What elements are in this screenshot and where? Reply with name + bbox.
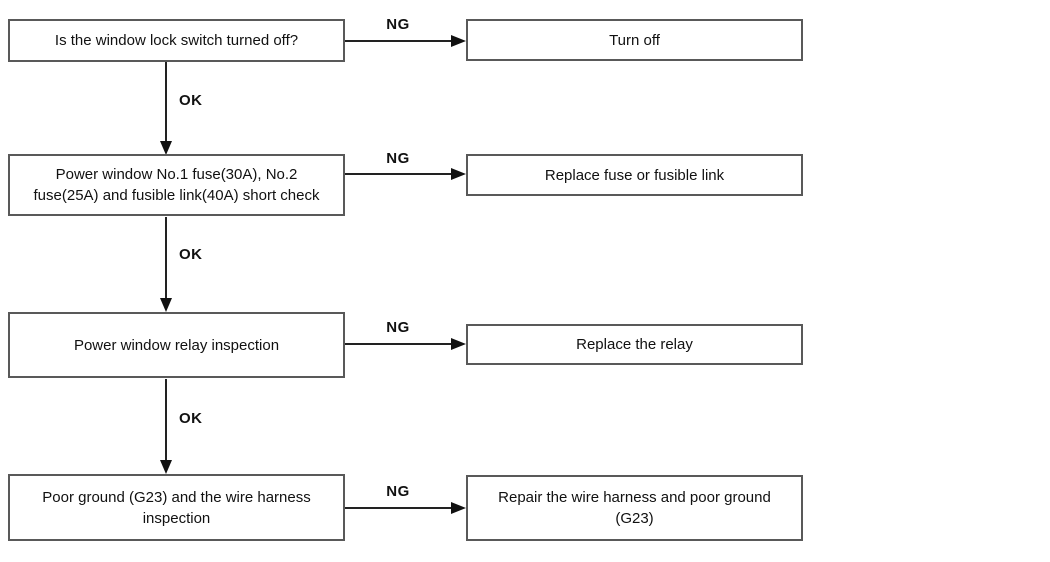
action-box-repair-harness-ground: Repair the wire harness and poor ground … xyxy=(466,475,803,541)
ng-arrow-line xyxy=(345,343,451,345)
check-box-fuse-short-check: Power window No.1 fuse(30A), No.2 fuse(2… xyxy=(8,154,345,216)
check-text: Power window relay inspection xyxy=(73,336,280,354)
arrow-down-icon xyxy=(160,141,172,155)
ng-label: NG xyxy=(386,16,410,33)
arrow-down-icon xyxy=(160,298,172,312)
check-text: Poor ground (G23) and the wire harness i… xyxy=(42,488,311,527)
ng-label: NG xyxy=(386,150,410,167)
check-box-relay-inspection: Power window relay inspection xyxy=(8,312,345,378)
arrow-right-icon xyxy=(451,35,466,47)
arrow-right-icon xyxy=(451,338,466,350)
action-text: Turn off xyxy=(609,31,660,49)
action-box-replace-relay: Replace the relay xyxy=(466,324,803,365)
arrow-down-icon xyxy=(160,460,172,474)
action-box-replace-fuse: Replace fuse or fusible link xyxy=(466,154,803,196)
check-box-window-lock-switch: Is the window lock switch turned off? xyxy=(8,19,345,62)
ng-arrow-line xyxy=(345,507,451,509)
ok-label: OK xyxy=(179,246,203,263)
check-text: Is the window lock switch turned off? xyxy=(54,32,299,49)
ok-arrow-line xyxy=(165,379,167,460)
ng-label: NG xyxy=(386,483,410,500)
action-text: Replace the relay xyxy=(576,336,693,353)
ng-arrow-line xyxy=(345,40,451,42)
ng-arrow-line xyxy=(345,173,451,175)
action-box-turn-off: Turn off xyxy=(466,19,803,61)
ok-label: OK xyxy=(179,92,203,109)
ng-label: NG xyxy=(386,319,410,336)
check-box-ground-harness-inspection: Poor ground (G23) and the wire harness i… xyxy=(8,474,345,541)
check-text: Power window No.1 fuse(30A), No.2 fuse(2… xyxy=(33,166,320,204)
arrow-right-icon xyxy=(451,168,466,180)
ok-arrow-line xyxy=(165,217,167,298)
ok-label: OK xyxy=(179,410,203,427)
arrow-right-icon xyxy=(451,502,466,514)
action-text: Replace fuse or fusible link xyxy=(544,166,725,184)
action-text: Repair the wire harness and poor ground … xyxy=(498,489,771,527)
ok-arrow-line xyxy=(165,62,167,142)
